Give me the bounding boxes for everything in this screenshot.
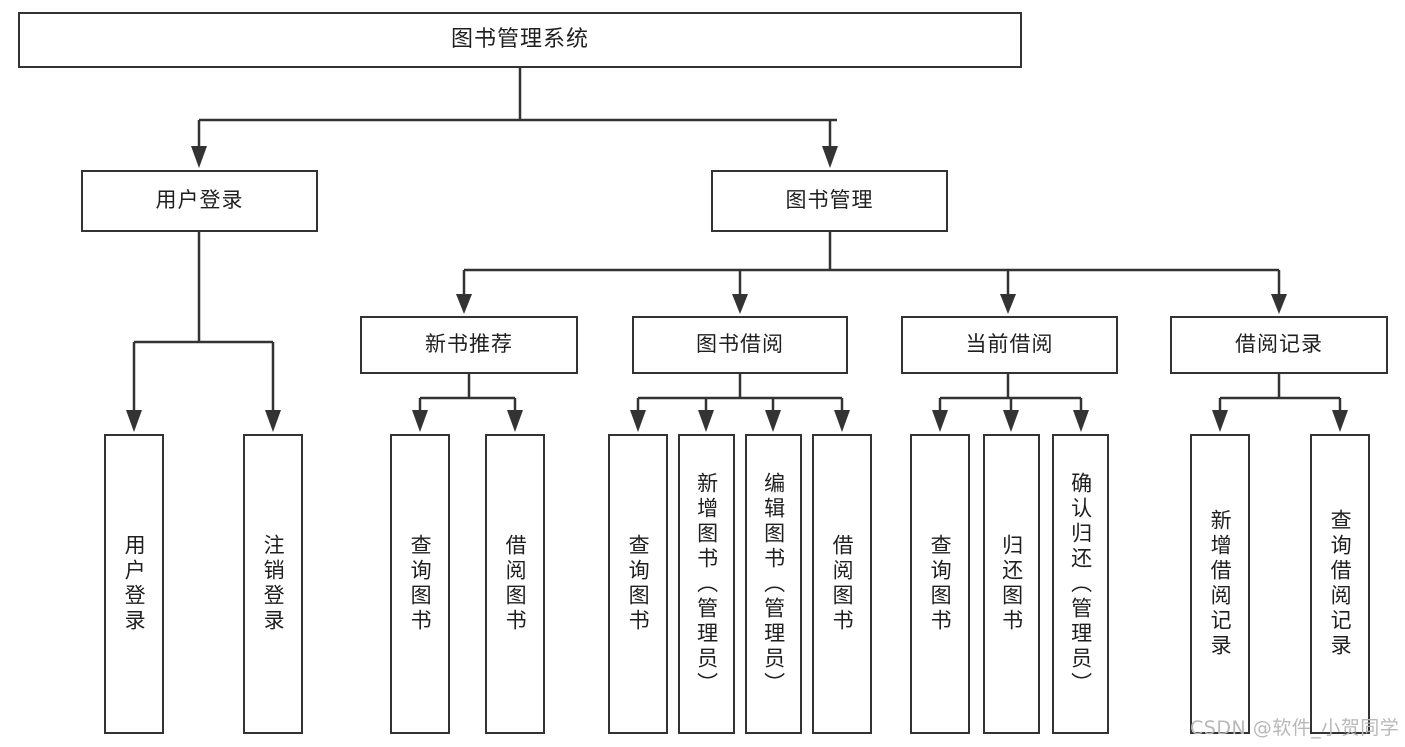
arrow-head-user-login (191, 146, 207, 168)
leaf-label: 新增借阅记录 (1208, 509, 1233, 659)
node-book-borrow[interactable]: 图书借阅 (632, 316, 848, 374)
node-leaf-borrow-book-newbook[interactable]: 借阅图书 (485, 434, 545, 734)
arrow-head-borrow-record (1271, 294, 1287, 314)
node-leaf-borrow-book[interactable]: 借阅图书 (812, 434, 872, 734)
node-leaf-logout[interactable]: 注销登录 (243, 434, 303, 734)
arrow-head-borrow-edit (765, 410, 781, 432)
node-leaf-confirm-return-admin[interactable]: 确认归还（管理员） (1052, 434, 1109, 734)
leaf-label: 新增图书（管理员） (694, 471, 719, 697)
node-current-borrow[interactable]: 当前借阅 (901, 316, 1118, 374)
leaf-label: 确认归还（管理员） (1068, 471, 1093, 697)
node-borrow-record[interactable]: 借阅记录 (1170, 316, 1388, 374)
arrow-head-current-return (1003, 410, 1019, 432)
leaf-label: 借阅图书 (830, 534, 855, 634)
leaf-label: 查询借阅记录 (1328, 509, 1353, 659)
node-leaf-query-book-current[interactable]: 查询图书 (910, 434, 970, 734)
arrow-head-newbook-query (412, 410, 428, 432)
arrow-head-newbook-borrow (507, 410, 523, 432)
arrow-head-borrow-query (630, 410, 646, 432)
node-leaf-return-book[interactable]: 归还图书 (983, 434, 1040, 734)
arrow-head-current-borrow (1000, 294, 1016, 314)
leaf-label: 借阅图书 (503, 534, 528, 634)
arrow-head-current-confirm (1073, 410, 1089, 432)
leaf-label: 归还图书 (999, 534, 1024, 634)
arrow-head-borrow-lend (834, 410, 850, 432)
node-book-management[interactable]: 图书管理 (711, 170, 948, 232)
arrow-head-current-query (932, 410, 948, 432)
leaf-label: 用户登录 (122, 534, 147, 634)
node-leaf-add-book-admin[interactable]: 新增图书（管理员） (678, 434, 735, 734)
arrow-head-book-mgmt (822, 146, 838, 168)
arrow-head-record-query (1332, 410, 1348, 432)
arrow-head-borrow (732, 294, 748, 314)
node-new-book-recommend[interactable]: 新书推荐 (360, 316, 578, 374)
leaf-label: 编辑图书（管理员） (761, 471, 786, 697)
node-leaf-edit-book-admin[interactable]: 编辑图书（管理员） (745, 434, 802, 734)
arrow-head-leaf-user-login (126, 410, 142, 432)
leaf-label: 查询图书 (626, 534, 651, 634)
node-leaf-query-book-borrow[interactable]: 查询图书 (608, 434, 668, 734)
arrow-head-new-book (456, 294, 472, 314)
node-user-login[interactable]: 用户登录 (81, 170, 318, 232)
node-leaf-add-borrow-record[interactable]: 新增借阅记录 (1190, 434, 1250, 734)
node-leaf-query-book-newbook[interactable]: 查询图书 (390, 434, 450, 734)
leaf-label: 注销登录 (261, 534, 286, 634)
leaf-label: 查询图书 (408, 534, 433, 634)
arrow-head-borrow-add (698, 410, 714, 432)
node-leaf-user-login[interactable]: 用户登录 (104, 434, 164, 734)
arrow-head-leaf-logout (265, 410, 281, 432)
node-root-system[interactable]: 图书管理系统 (18, 12, 1022, 68)
arrow-head-record-add (1212, 410, 1228, 432)
node-leaf-query-borrow-record[interactable]: 查询借阅记录 (1310, 434, 1370, 734)
csdn-watermark: CSDN @软件_小贺同学 (1190, 717, 1400, 739)
leaf-label: 查询图书 (928, 534, 953, 634)
